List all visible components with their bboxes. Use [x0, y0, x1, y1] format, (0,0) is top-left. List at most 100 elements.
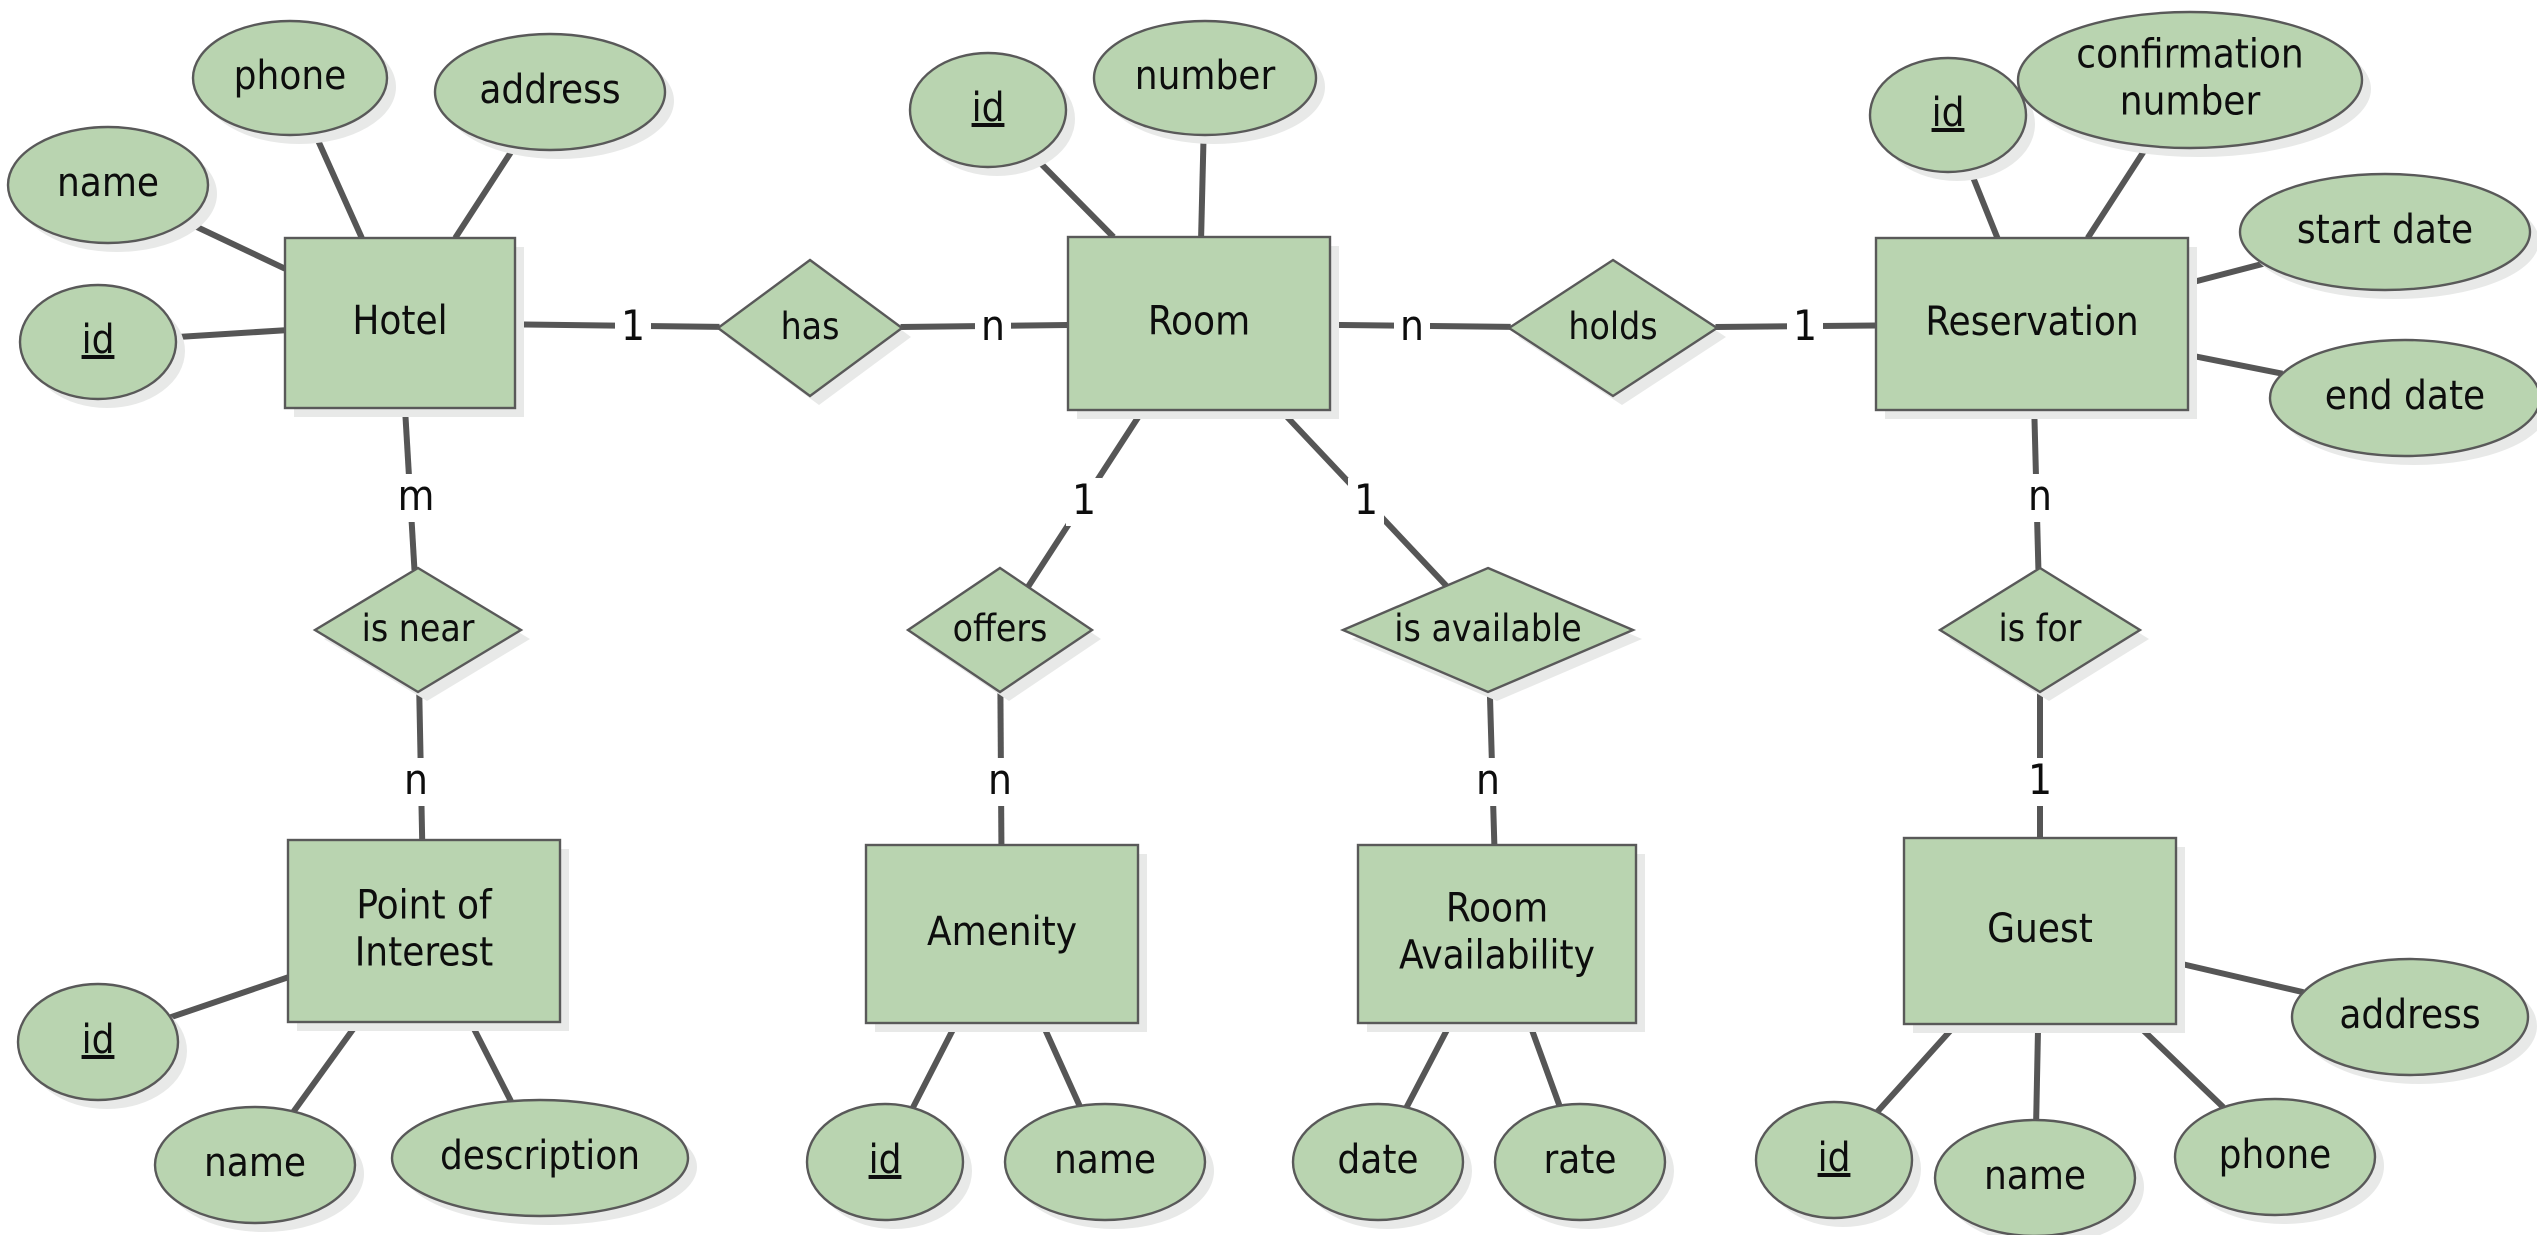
connector-e-address-hotel	[452, 145, 517, 240]
entity-label-hotel: Hotel	[352, 298, 447, 344]
connector-e-gname-guest	[2033, 1023, 2042, 1121]
entity-label-guest: Guest	[1987, 906, 2093, 952]
attribute-label-hotel_name: name	[57, 160, 159, 206]
attribute-guest_name[interactable]	[1933, 1118, 2137, 1235]
entity-label-room: Room	[1148, 299, 1250, 345]
attribute-label-poi_name: name	[204, 1140, 306, 1186]
attribute-label-hotel_id: id	[82, 317, 115, 363]
attribute-amenity_name[interactable]	[1003, 1102, 1207, 1222]
cardinality-room_holds: n	[1400, 301, 1424, 350]
attribute-ravail_date[interactable]	[1291, 1102, 1465, 1222]
entity-reservation[interactable]	[1874, 236, 2190, 412]
cardinality-is_near_poi: n	[404, 755, 428, 804]
attribute-label-res_start: start date	[2297, 207, 2473, 253]
cardinality-is_available_ravail: n	[1476, 755, 1500, 804]
entity-room_availability[interactable]	[1356, 843, 1638, 1025]
cardinality-room_is_available: 1	[1354, 475, 1378, 524]
relationship-label-is_near: is near	[362, 607, 475, 650]
connector-e-poiid-poi	[169, 974, 289, 1021]
attribute-hotel_name[interactable]	[6, 125, 210, 245]
entity-label-reservation: Reservation	[1925, 299, 2138, 345]
entity-amenity[interactable]	[864, 843, 1140, 1025]
attribute-room_number[interactable]	[1092, 19, 1318, 137]
connector-e-date-ra	[1403, 1021, 1454, 1109]
attribute-label-room_number: number	[1135, 53, 1276, 99]
cardinality-is_for_guest: 1	[2028, 755, 2052, 804]
connector-e-poiname-poi	[291, 1020, 361, 1114]
attribute-guest_address[interactable]	[2290, 957, 2530, 1077]
connector-e-resend-res	[2187, 352, 2284, 377]
relationship-label-is_for: is for	[1999, 607, 2082, 650]
attribute-label-hotel_address: address	[479, 67, 620, 113]
cardinality-room_offers: 1	[1072, 475, 1096, 524]
connector-e-amname-am	[1039, 1021, 1083, 1108]
attribute-hotel_phone[interactable]	[191, 19, 389, 137]
connector-e-roomid-room	[1031, 154, 1116, 240]
attribute-label-guest_id: id	[1818, 1135, 1851, 1181]
attribute-poi_desc[interactable]	[390, 1098, 690, 1218]
connector-e-amid-am	[910, 1021, 959, 1110]
relationship-is_near[interactable]	[312, 566, 524, 694]
connector-e-resconf-res	[2085, 144, 2150, 240]
connector-e-poidesc-poi	[467, 1020, 514, 1103]
attribute-label-ravail_date: date	[1337, 1137, 1418, 1183]
connector-e-resstart-res	[2187, 260, 2265, 287]
entity-point_of_interest[interactable]	[286, 838, 562, 1024]
attribute-res_start[interactable]	[2238, 172, 2532, 292]
entity-room[interactable]	[1066, 235, 1332, 412]
attribute-label-amenity_name: name	[1054, 1137, 1156, 1183]
relationship-label-is_available: is available	[1394, 607, 1581, 650]
attribute-amenity_id[interactable]	[805, 1102, 965, 1222]
attribute-label-guest_address: address	[2339, 992, 2480, 1038]
cardinality-offers_amenity: n	[988, 755, 1012, 804]
attribute-label-hotel_phone: phone	[234, 53, 347, 99]
cardinality-hotel_has: 1	[621, 301, 645, 350]
relationship-holds[interactable]	[1506, 258, 1720, 398]
shapes-layer	[6, 10, 2537, 1235]
attribute-ravail_rate[interactable]	[1493, 1102, 1667, 1222]
cardinality-holds_reservation: 1	[1793, 301, 1817, 350]
cardinality-reservation_is_for: n	[2028, 471, 2052, 520]
attribute-res_confirm[interactable]	[2016, 10, 2364, 150]
attribute-poi_id[interactable]	[16, 982, 180, 1102]
relationship-has[interactable]	[715, 258, 905, 398]
attribute-label-poi_desc: description	[440, 1133, 640, 1179]
attribute-label-res_end: end date	[2325, 373, 2485, 419]
attribute-poi_name[interactable]	[153, 1105, 357, 1225]
entity-label-amenity: Amenity	[927, 909, 1077, 955]
attribute-res_id[interactable]	[1868, 56, 2028, 174]
attribute-room_id[interactable]	[908, 51, 1068, 169]
entity-guest[interactable]	[1902, 836, 2178, 1026]
relationship-is_for[interactable]	[1937, 566, 2143, 694]
connector-e-gaddr-guest	[2175, 959, 2305, 996]
attribute-guest_phone[interactable]	[2173, 1097, 2377, 1217]
connector-e-gid-guest	[1875, 1021, 1959, 1114]
attribute-label-poi_id: id	[82, 1017, 115, 1063]
connector-e-gphone-guest	[2134, 1021, 2226, 1110]
attribute-label-amenity_id: id	[869, 1137, 902, 1183]
relationship-label-has: has	[781, 305, 840, 348]
entity-hotel[interactable]	[283, 236, 517, 410]
attribute-label-ravail_rate: rate	[1543, 1137, 1616, 1183]
relationship-is_available[interactable]	[1339, 566, 1637, 694]
relationship-label-offers: offers	[953, 607, 1048, 650]
attribute-res_end[interactable]	[2268, 338, 2537, 458]
attribute-label-res_id: id	[1932, 90, 1965, 136]
attribute-guest_id[interactable]	[1754, 1100, 1914, 1220]
connector-e-resid-res	[1967, 168, 2001, 240]
connector-e-phone-hotel	[312, 131, 365, 240]
connector-e-id-hotel	[175, 327, 286, 341]
attribute-hotel_address[interactable]	[433, 32, 667, 152]
relationship-offers[interactable]	[905, 566, 1095, 694]
connector-e-roomnum-room	[1198, 134, 1207, 238]
relationship-label-holds: holds	[1568, 305, 1657, 348]
cardinality-has_room: n	[981, 301, 1005, 350]
cardinality-hotel_is_near: m	[398, 471, 435, 520]
attribute-hotel_id[interactable]	[18, 283, 178, 401]
